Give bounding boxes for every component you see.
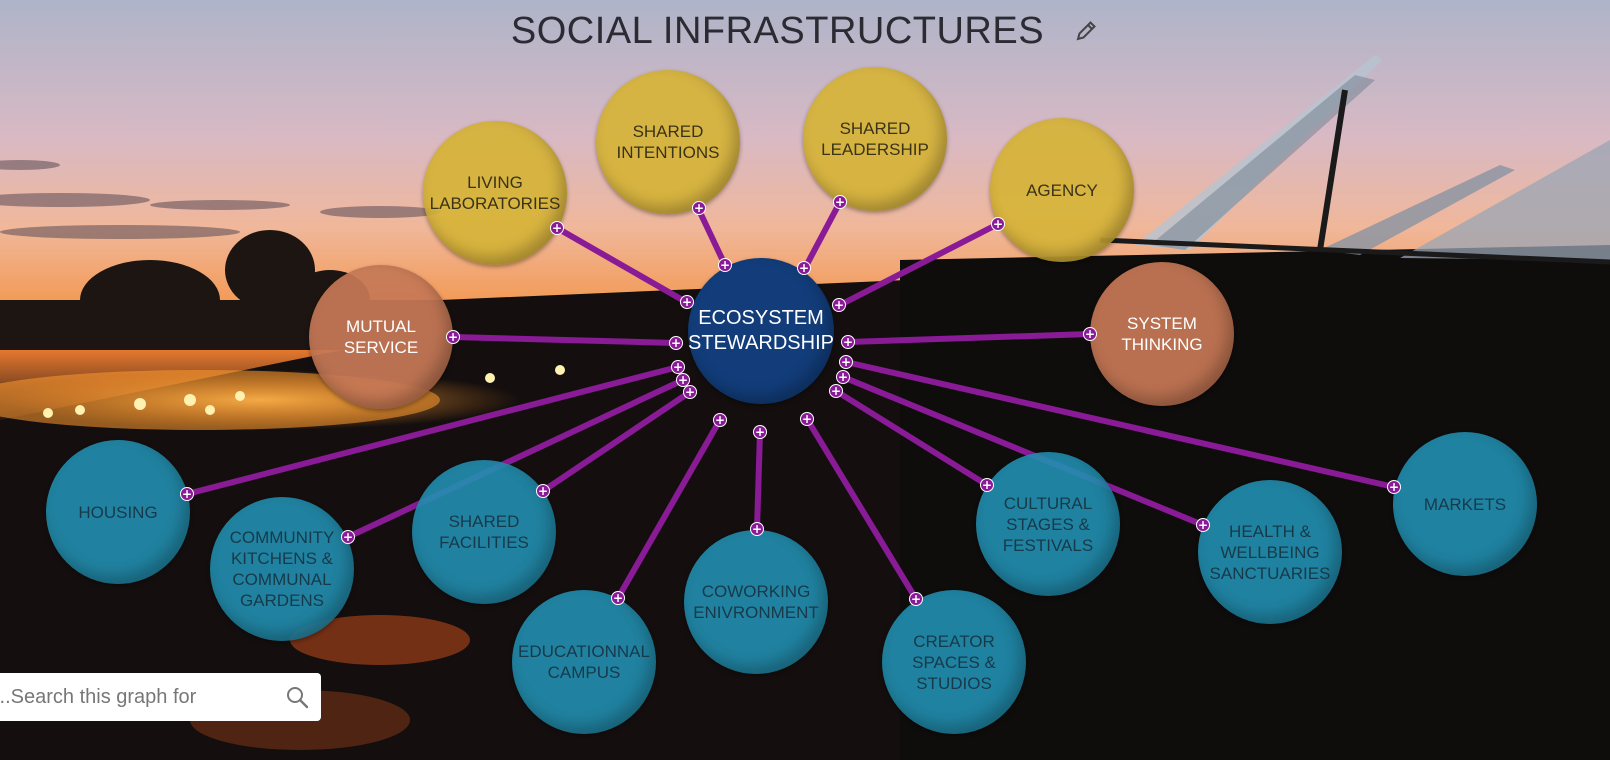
expand-plus-icon[interactable]: + bbox=[671, 360, 685, 374]
expand-plus-icon[interactable]: + bbox=[692, 201, 706, 215]
expand-plus-icon[interactable]: + bbox=[713, 413, 727, 427]
expand-plus-icon[interactable]: + bbox=[841, 335, 855, 349]
node-label-line: THINKING bbox=[1121, 334, 1202, 355]
node-label-line: INTENTIONS bbox=[617, 142, 720, 163]
graph-search-box bbox=[0, 673, 321, 721]
expand-plus-icon[interactable]: + bbox=[718, 258, 732, 272]
expand-plus-icon[interactable]: + bbox=[750, 522, 764, 536]
node-label-line: WELLBEING bbox=[1210, 542, 1331, 563]
node-label-line: MUTUAL bbox=[344, 316, 418, 337]
expand-plus-icon[interactable]: + bbox=[829, 384, 843, 398]
node-label-line: SHARED bbox=[821, 118, 929, 139]
expand-plus-icon[interactable]: + bbox=[909, 592, 923, 606]
edge-system-thinking bbox=[848, 334, 1090, 342]
expand-plus-icon[interactable]: + bbox=[753, 425, 767, 439]
edge-shared-intentions bbox=[698, 208, 725, 265]
expand-plus-icon[interactable]: + bbox=[611, 591, 625, 605]
expand-plus-icon[interactable]: + bbox=[980, 478, 994, 492]
node-label-line: ENIVRONMENT bbox=[693, 602, 819, 623]
node-label-line: STUDIOS bbox=[912, 673, 996, 694]
edge-shared-leadership bbox=[805, 202, 840, 268]
expand-plus-icon[interactable]: + bbox=[839, 355, 853, 369]
node-housing[interactable]: HOUSING bbox=[46, 440, 190, 584]
node-label-line: SPACES & bbox=[912, 652, 996, 673]
expand-plus-icon[interactable]: + bbox=[832, 298, 846, 312]
search-icon[interactable] bbox=[285, 685, 309, 714]
expand-plus-icon[interactable]: + bbox=[446, 330, 460, 344]
node-label-line: FACILITIES bbox=[439, 532, 529, 553]
node-label-line: MARKETS bbox=[1424, 494, 1506, 515]
node-label-line: CULTURAL bbox=[1003, 493, 1093, 514]
node-label-line: COMMUNAL bbox=[230, 569, 335, 590]
pencil-icon[interactable] bbox=[1073, 11, 1099, 54]
node-label-line: HOUSING bbox=[78, 502, 157, 523]
node-label-line: CREATOR bbox=[912, 631, 996, 652]
expand-plus-icon[interactable]: + bbox=[797, 261, 811, 275]
graph-title: SOCIAL INFRASTRUCTURES bbox=[511, 10, 1044, 52]
node-markets[interactable]: MARKETS bbox=[1393, 432, 1537, 576]
node-label-line: SERVICE bbox=[344, 337, 418, 358]
graph-title-bar: SOCIAL INFRASTRUCTURES bbox=[0, 10, 1610, 54]
node-label-line: LABORATORIES bbox=[430, 193, 561, 214]
expand-plus-icon[interactable]: + bbox=[836, 370, 850, 384]
node-label-line: KITCHENS & bbox=[230, 548, 335, 569]
node-label-line: AGENCY bbox=[1026, 180, 1098, 201]
node-label-line: LIVING bbox=[430, 172, 561, 193]
node-label-line: COWORKING bbox=[693, 581, 819, 602]
node-label-line: COMMUNITY bbox=[230, 527, 335, 548]
edge-living-laboratories bbox=[557, 228, 686, 302]
node-label-line: SANCTUARIES bbox=[1210, 563, 1331, 584]
node-label-line: EDUCATIONNAL bbox=[518, 641, 650, 662]
node-label-line: HEALTH & bbox=[1210, 521, 1331, 542]
expand-plus-icon[interactable]: + bbox=[341, 530, 355, 544]
node-label-line: CAMPUS bbox=[518, 662, 650, 683]
expand-plus-icon[interactable]: + bbox=[800, 412, 814, 426]
expand-plus-icon[interactable]: + bbox=[1387, 480, 1401, 494]
edge-agency bbox=[840, 224, 998, 305]
expand-plus-icon[interactable]: + bbox=[991, 217, 1005, 231]
expand-plus-icon[interactable]: + bbox=[180, 487, 194, 501]
expand-plus-icon[interactable]: + bbox=[669, 336, 683, 350]
expand-plus-icon[interactable]: + bbox=[550, 221, 564, 235]
node-agency[interactable]: AGENCY bbox=[990, 118, 1134, 262]
node-label-line: GARDENS bbox=[230, 590, 335, 611]
node-label-line: SHARED bbox=[439, 511, 529, 532]
search-input[interactable] bbox=[0, 686, 264, 709]
node-label-line: STEWARDSHIP bbox=[688, 331, 834, 356]
expand-plus-icon[interactable]: + bbox=[680, 295, 694, 309]
node-label-line: SYSTEM bbox=[1121, 313, 1202, 334]
node-label-line: STAGES & bbox=[1003, 514, 1093, 535]
expand-plus-icon[interactable]: + bbox=[536, 484, 550, 498]
expand-plus-icon[interactable]: + bbox=[833, 195, 847, 209]
node-label-line: LEADERSHIP bbox=[821, 139, 929, 160]
node-label-line: ECOSYSTEM bbox=[688, 306, 834, 331]
expand-plus-icon[interactable]: + bbox=[1083, 327, 1097, 341]
expand-plus-icon[interactable]: + bbox=[683, 385, 697, 399]
node-label-line: FESTIVALS bbox=[1003, 535, 1093, 556]
edge-coworking bbox=[757, 432, 760, 529]
edge-creator-spaces bbox=[807, 419, 916, 599]
edge-mutual-service bbox=[453, 337, 676, 343]
edge-shared-facilities bbox=[543, 392, 690, 491]
expand-plus-icon[interactable]: + bbox=[1196, 518, 1210, 532]
node-label-line: SHARED bbox=[617, 121, 720, 142]
